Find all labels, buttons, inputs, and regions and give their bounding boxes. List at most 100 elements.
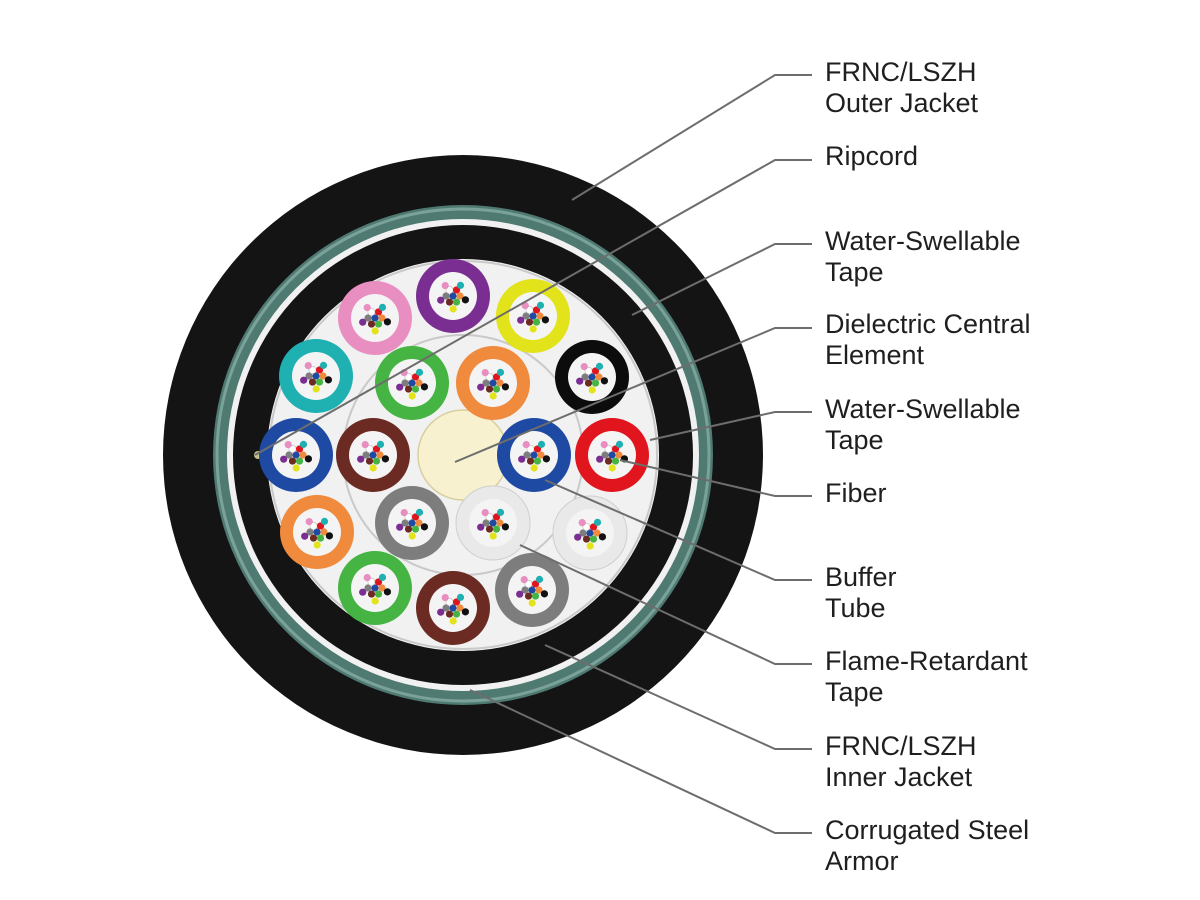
fiber <box>280 455 288 463</box>
fiber <box>489 392 497 400</box>
fiber <box>518 455 526 463</box>
fiber <box>537 440 546 448</box>
leader-steel-armor <box>469 689 812 834</box>
fiber <box>581 373 589 381</box>
fiber <box>529 325 537 333</box>
fiber <box>596 455 604 463</box>
fiber <box>530 464 538 472</box>
fiber <box>320 517 329 525</box>
fiber <box>363 573 371 582</box>
fiber <box>598 533 607 541</box>
leader-flame-retardant-tape <box>519 544 812 665</box>
tube-green-lower <box>280 495 354 569</box>
fiber <box>284 440 292 449</box>
fiber <box>411 385 420 393</box>
fiber <box>582 535 591 543</box>
leader-ripcord <box>254 159 812 456</box>
tube-slate-lower <box>416 571 490 645</box>
label-ripcord: Ripcord <box>825 141 919 171</box>
fiber <box>601 451 609 459</box>
fiber <box>305 372 313 380</box>
fiber <box>376 451 384 459</box>
fiber <box>485 385 494 393</box>
fiber <box>496 379 504 387</box>
fiber <box>378 584 386 592</box>
fiber <box>306 528 314 536</box>
fiber <box>542 455 551 463</box>
fiber <box>378 573 387 581</box>
fiber <box>369 464 377 472</box>
fiber <box>537 451 545 459</box>
tube-extra <box>552 495 628 571</box>
fiber <box>608 451 616 459</box>
fiber <box>401 519 409 527</box>
fiber <box>481 508 489 517</box>
fiber <box>301 532 309 540</box>
tube-aqua <box>279 339 353 413</box>
fiber <box>445 610 454 618</box>
fiber <box>362 451 370 459</box>
fiber <box>456 604 464 612</box>
fiber <box>524 592 533 600</box>
fiber <box>520 575 528 584</box>
leader-water-swellable-tape-outer <box>631 243 812 316</box>
armor-highlight <box>215 207 711 703</box>
fiber <box>309 534 318 542</box>
fiber <box>365 457 374 465</box>
fiber <box>489 532 497 540</box>
fiber <box>608 464 616 472</box>
fiber <box>442 604 450 612</box>
fiber <box>489 519 497 527</box>
fiber <box>522 440 530 449</box>
fiber <box>319 361 328 369</box>
fiber <box>576 377 584 385</box>
fiber <box>530 451 538 459</box>
label-fiber: Fiber <box>825 478 887 508</box>
fiber <box>501 383 510 391</box>
fiber <box>312 372 320 380</box>
fiber <box>378 314 386 322</box>
fiber <box>369 451 377 459</box>
fiber <box>374 320 383 328</box>
fiber <box>313 528 321 536</box>
fiber <box>482 379 490 387</box>
tube-white-inner <box>455 485 531 561</box>
fiber <box>578 518 586 527</box>
fiber <box>501 523 510 531</box>
fiber <box>363 303 371 312</box>
fiber <box>532 318 541 326</box>
fiber <box>396 383 404 391</box>
fiber <box>404 385 413 393</box>
fiber <box>535 586 543 594</box>
fiber <box>374 590 383 598</box>
fiber <box>586 542 594 550</box>
leader-water-swellable-tape-inner <box>649 411 812 441</box>
fiber <box>415 519 423 527</box>
fiber <box>579 529 587 537</box>
fiber <box>482 519 490 527</box>
fiber <box>408 532 416 540</box>
fiber <box>588 373 596 381</box>
fiber <box>593 518 602 526</box>
tube-red <box>575 418 649 492</box>
fiber <box>604 457 613 465</box>
fiber <box>420 383 429 391</box>
fiber <box>367 590 376 598</box>
fiber <box>496 368 505 376</box>
fiber <box>304 361 312 370</box>
fiber <box>523 451 531 459</box>
fiber <box>522 312 530 320</box>
tube-brown-lower <box>338 551 412 625</box>
fiber <box>595 373 603 381</box>
fiber <box>611 457 620 465</box>
fiber <box>285 451 293 459</box>
fiber <box>420 523 429 531</box>
fiber <box>371 584 379 592</box>
fiber <box>299 451 307 459</box>
fiber <box>445 298 454 306</box>
fiber <box>526 457 535 465</box>
fiber <box>600 440 608 449</box>
